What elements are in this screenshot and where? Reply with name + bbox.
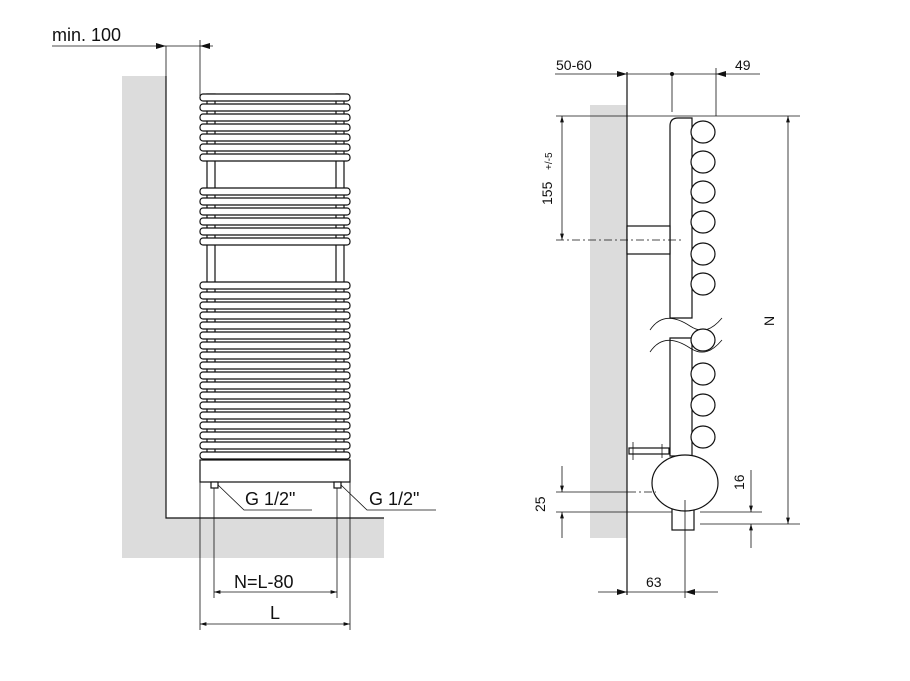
tube-section (690, 272, 716, 296)
side-wall (590, 105, 627, 538)
side-view: 50-60 49 155 +/-5 N 25 (532, 57, 800, 598)
valve-pin (628, 447, 670, 455)
tube-section (690, 150, 716, 174)
wall-distance-label: 50-60 (556, 57, 592, 73)
side-rail-upper (669, 117, 693, 319)
tube-bar (199, 207, 351, 216)
tube-group (199, 93, 351, 460)
tube-bar (199, 341, 351, 350)
tube-section (690, 180, 716, 204)
tube-bar (199, 401, 351, 410)
tube-bar (199, 441, 351, 450)
tube-bar (199, 123, 351, 132)
tube-bar (199, 451, 351, 460)
center-distance-label: N=L-80 (234, 572, 294, 592)
tube-bar (199, 311, 351, 320)
tube-bar (199, 371, 351, 380)
tube-bar (199, 93, 351, 102)
tube-bar (199, 431, 351, 440)
break-line-bottom (649, 339, 723, 353)
tube-section (690, 328, 716, 352)
tube-bar (199, 187, 351, 196)
tube-bar (199, 153, 351, 162)
tube-bar (199, 361, 351, 370)
valve-offset-label: 16 (731, 474, 747, 490)
tube-section (690, 242, 716, 266)
bottom-collector (199, 459, 351, 483)
tube-bar (199, 321, 351, 330)
tube-bar (199, 237, 351, 246)
tube-section (690, 120, 716, 144)
wall-section (122, 76, 384, 558)
tube-bar (199, 381, 351, 390)
right-connection-stub (333, 481, 342, 489)
height-label: N (761, 316, 777, 326)
side-rail-lower (669, 337, 693, 457)
tube-bar (199, 103, 351, 112)
tube-section (690, 425, 716, 449)
tube-bar (199, 113, 351, 122)
tube-bar (199, 391, 351, 400)
tube-bar (199, 331, 351, 340)
tube-depth-label: 49 (735, 57, 751, 73)
connection-right-label: G 1/2" (369, 489, 419, 509)
tube-bar (199, 197, 351, 206)
tube-section (690, 210, 716, 234)
tube-bar (199, 143, 351, 152)
tube-bar (199, 411, 351, 420)
tube-section (690, 393, 716, 417)
left-connection-stub (210, 481, 219, 489)
tube-section (690, 362, 716, 386)
tube-bar (199, 227, 351, 236)
connection-left-label: G 1/2" (245, 489, 295, 509)
tube-bar (199, 133, 351, 142)
bracket-tolerance-label: +/-5 (544, 152, 555, 170)
tube-bar (199, 351, 351, 360)
tube-bar (199, 421, 351, 430)
bracket-height-label: 155 (539, 181, 555, 205)
tube-bar (199, 217, 351, 226)
width-label: L (270, 603, 280, 623)
break-line-top (649, 317, 723, 331)
front-view: min. 100 G 1/2" G 1/2" N=L-80 L (52, 25, 436, 630)
bottom-offset-label: 25 (532, 496, 548, 512)
tube-bar (199, 291, 351, 300)
tube-bar (199, 301, 351, 310)
valve-depth-label: 63 (646, 574, 662, 590)
side-tube-group (690, 120, 716, 449)
tube-bar (199, 281, 351, 290)
min-clearance-label: min. 100 (52, 25, 121, 45)
